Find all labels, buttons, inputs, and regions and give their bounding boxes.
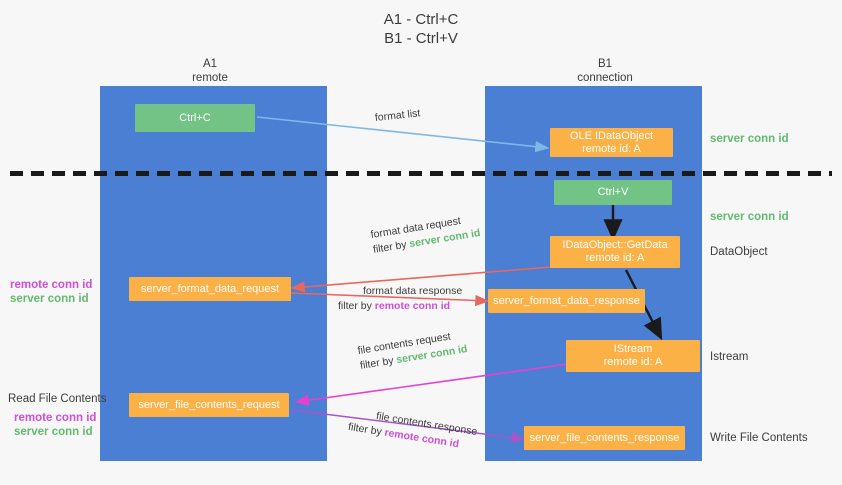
- box-server-format-data-response-label: server_format_data_response: [493, 294, 640, 307]
- edge-label-format-data-request: format data request filter by server con…: [370, 211, 482, 258]
- box-server-file-contents-request[interactable]: server_file_contents_request: [129, 393, 289, 417]
- box-ctrl-v[interactable]: Ctrl+V: [554, 180, 672, 205]
- box-getdata-line2: remote id: A: [585, 252, 645, 264]
- left-server-conn-id-1: server conn id: [10, 293, 89, 305]
- left-remote-conn-id-1: remote conn id: [10, 279, 93, 291]
- format-data-response-filter: filter by remote conn id: [338, 299, 462, 314]
- box-getdata-line1: IDataObject::GetData: [562, 239, 668, 251]
- box-istream-line1: IStream: [613, 343, 653, 355]
- box-ole-idataobject-line1: OLE IDataObject: [569, 129, 654, 142]
- format-list-text: format list: [374, 107, 421, 124]
- edge-label-file-contents-request: file contents request filter by server c…: [357, 327, 469, 374]
- edge-label-file-contents-response: file contents response filter by remote …: [347, 409, 479, 455]
- box-ctrl-c[interactable]: Ctrl+C: [135, 104, 255, 132]
- box-ole-idataobject[interactable]: OLE IDataObject remote id: A: [550, 128, 673, 157]
- lane-b1-name: B1: [597, 58, 613, 70]
- box-server-format-data-request-label: server_format_data_request: [140, 282, 280, 295]
- lane-a1-subtitle: remote: [192, 71, 228, 84]
- lane-header-a1: A1 remote: [130, 58, 290, 85]
- right-label-server-conn-id-mid: server conn id: [710, 211, 789, 223]
- title-line-1: A1 - Ctrl+C: [383, 11, 459, 28]
- lane-a1-name: A1: [202, 58, 218, 70]
- lane-b1-subtitle: connection: [577, 71, 633, 84]
- lane-header-b1: B1 connection: [525, 58, 685, 85]
- right-label-dataobject: DataObject: [710, 246, 768, 258]
- phase-divider-line: [10, 171, 832, 176]
- edge-label-format-data-response: format data response filter by remote co…: [338, 284, 463, 314]
- filter-by-text-1: filter by: [372, 238, 408, 256]
- remote-conn-id-1: remote conn id: [374, 300, 451, 312]
- box-server-file-contents-response[interactable]: server_file_contents_response: [524, 426, 685, 450]
- left-label-read-file-contents: Read File Contents: [8, 393, 107, 405]
- format-data-response-text: format data response: [363, 285, 463, 297]
- title-line-2: B1 - Ctrl+V: [384, 30, 458, 47]
- filter-by-text-4: filter by: [347, 420, 383, 439]
- box-server-format-data-request[interactable]: server_format_data_request: [129, 277, 291, 301]
- right-label-istream: Istream: [710, 351, 749, 363]
- left-label-conn-ids-1: remote conn id server conn id: [10, 278, 92, 306]
- box-istream-line2: remote id: A: [603, 356, 663, 368]
- filter-by-text-2: filter by: [338, 300, 372, 312]
- box-ctrl-c-label: Ctrl+C: [179, 111, 211, 124]
- box-ctrl-v-label: Ctrl+V: [597, 186, 629, 198]
- box-server-format-data-response[interactable]: server_format_data_response: [488, 289, 645, 313]
- edge-label-format-list: format list: [374, 106, 421, 126]
- filter-by-text-3: filter by: [359, 354, 395, 372]
- box-server-file-contents-request-label: server_file_contents_request: [138, 398, 280, 411]
- box-ole-idataobject-line2: remote id: A: [582, 142, 641, 155]
- box-idataobject-getdata[interactable]: IDataObject::GetData remote id: A: [550, 236, 680, 268]
- left-server-conn-id-2: server conn id: [14, 426, 93, 438]
- box-istream[interactable]: IStream remote id: A: [566, 340, 700, 372]
- left-remote-conn-id-2: remote conn id: [14, 412, 97, 424]
- right-label-server-conn-id-top: server conn id: [710, 133, 789, 145]
- page-title: A1 - Ctrl+C B1 - Ctrl+V: [0, 10, 842, 48]
- left-label-conn-ids-2: remote conn id server conn id: [14, 411, 96, 439]
- box-server-file-contents-response-label: server_file_contents_response: [529, 431, 680, 444]
- right-label-write-file-contents: Write File Contents: [710, 432, 808, 444]
